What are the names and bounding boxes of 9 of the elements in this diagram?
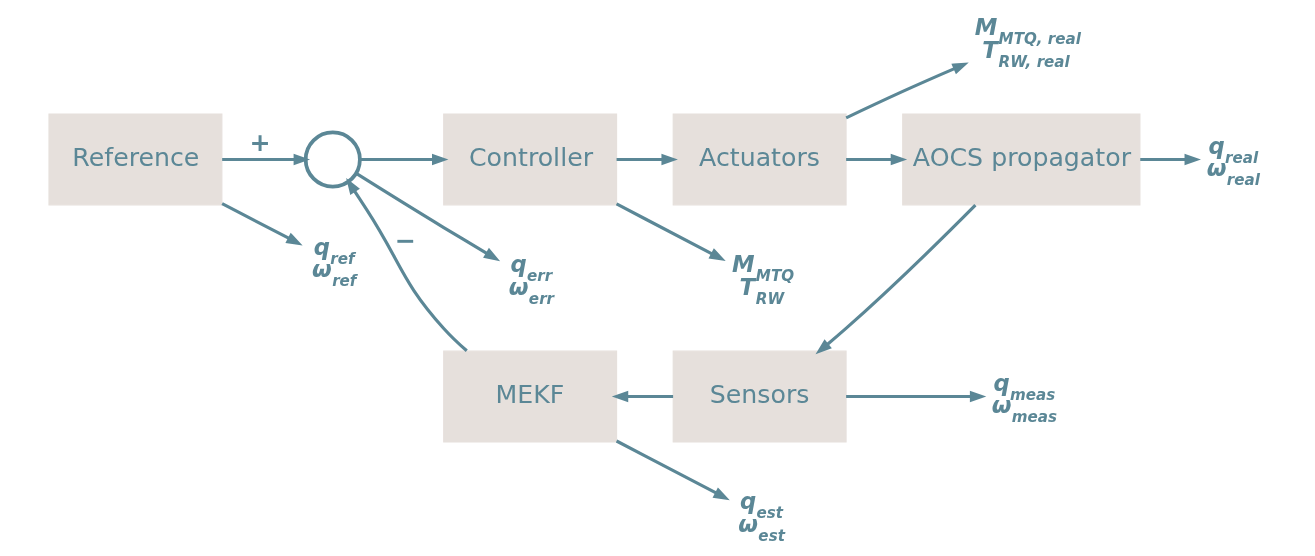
node-text: q$_{ref}$ ω$_{ref}$: [311, 233, 357, 291]
node-text: q$_{real}$ ω$_{real}$: [1206, 132, 1260, 190]
node-text: q$_{err}$ ω$_{err}$: [508, 251, 555, 308]
node-text: M$_{MTQ, real}$ T$_{RW, real}$: [974, 14, 1081, 71]
node-text: q$_{meas}$ ω$_{meas}$: [991, 369, 1058, 427]
edge-label: +: [249, 127, 271, 157]
node-text: M$_{MTQ}$ T$_{RW}$: [731, 251, 795, 308]
edge-label: −: [394, 226, 416, 255]
node-text: q$_{est}$ ω$_{est}$: [738, 488, 785, 545]
